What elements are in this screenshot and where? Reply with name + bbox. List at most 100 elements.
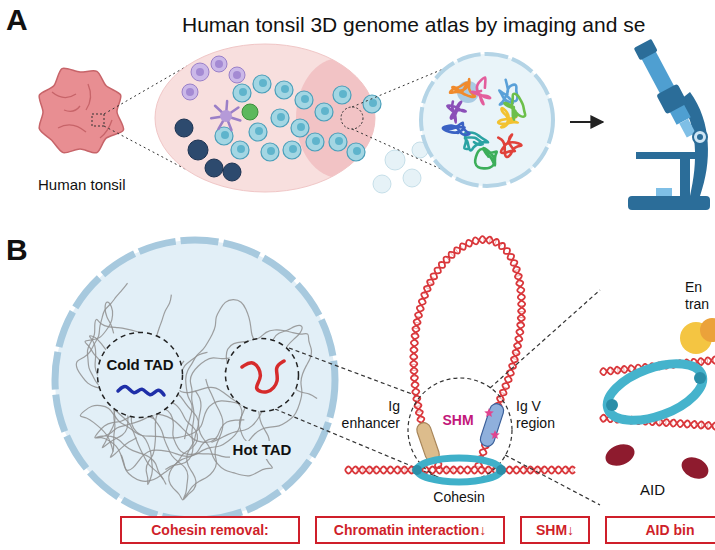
cell-nucleus xyxy=(239,88,247,96)
stage-support xyxy=(680,159,690,196)
cell-nucleus-b xyxy=(55,240,335,520)
figure-label: SHM xyxy=(442,412,473,429)
microscope-stage xyxy=(636,152,698,159)
dna-strand xyxy=(345,467,575,474)
b-cell xyxy=(249,123,267,141)
microscope-light xyxy=(656,188,672,196)
panel-letter: B xyxy=(6,232,28,268)
tonsil-groove xyxy=(86,84,91,110)
dark-cell xyxy=(175,119,193,137)
cell-nucleus xyxy=(335,137,343,145)
figure-label: tran xyxy=(684,296,710,313)
b-cell xyxy=(231,141,249,159)
figure-label: Human tonsil 3D genome atlas by imaging … xyxy=(182,12,645,37)
tad-dashed-circle xyxy=(226,339,299,412)
purple-cell xyxy=(182,84,198,100)
cell-nucleus xyxy=(259,79,267,87)
cell-nucleus xyxy=(339,90,347,98)
finding-box: AID bin xyxy=(605,516,715,544)
finding-box: Chromatin interaction↓ xyxy=(315,516,505,544)
cell-nucleus xyxy=(301,95,309,103)
chromosome-territory xyxy=(471,77,490,104)
tad-outline xyxy=(224,337,300,413)
purple-cell xyxy=(229,67,245,83)
cell-nucleus xyxy=(221,131,229,139)
cell-nucleus xyxy=(196,68,204,76)
cell-nucleus xyxy=(312,137,320,145)
cell-nucleus xyxy=(297,123,305,131)
finding-box: Cohesin removal: xyxy=(120,516,300,544)
dendritic-body xyxy=(220,110,232,122)
figure-label: En xyxy=(684,279,703,296)
process-arrow xyxy=(570,121,603,123)
figure-label: Ig enhancer xyxy=(338,398,400,432)
chromatin-loop xyxy=(410,236,525,468)
mutation-star xyxy=(490,430,500,439)
cohesin-head xyxy=(496,465,506,475)
dark-cell xyxy=(205,159,223,177)
chromosome-territory xyxy=(499,80,517,105)
tad-chromatin xyxy=(118,386,164,395)
chromosome-territory xyxy=(504,94,525,120)
tad-chromatin xyxy=(242,361,284,392)
b-cell xyxy=(271,109,289,127)
chromosome-territory xyxy=(447,101,465,122)
chromatin-fiber xyxy=(226,330,311,441)
figure-label: Cohesin xyxy=(433,489,484,506)
cell-nucleus xyxy=(281,85,289,93)
microscope-tube xyxy=(632,38,702,141)
cohesin-head xyxy=(694,372,706,384)
b-cell xyxy=(347,143,365,161)
dna-strand xyxy=(410,237,525,468)
cell-nucleus xyxy=(237,145,245,153)
chromatin-fiber xyxy=(96,414,244,479)
b-cell xyxy=(253,75,271,93)
b-cell xyxy=(329,133,347,151)
b-cell xyxy=(283,141,301,159)
cell-nucleus xyxy=(369,99,377,107)
cell-nucleus xyxy=(255,127,263,135)
zoom-line xyxy=(505,455,600,505)
cell-nucleus xyxy=(233,71,241,79)
tube-body xyxy=(641,50,691,125)
chromatin-fiber xyxy=(211,325,302,442)
zoom-circle xyxy=(341,107,363,129)
b-cell xyxy=(333,86,351,104)
figure-label: AID xyxy=(640,481,665,499)
dendritic-cell xyxy=(211,101,240,130)
tad-outline xyxy=(96,331,184,419)
cell-nucleus-a xyxy=(421,54,553,186)
panel-letter: A xyxy=(6,2,28,38)
tad-dashed-circle xyxy=(98,333,183,418)
t-cell xyxy=(242,104,258,120)
tad-label: Cold TAD xyxy=(106,356,173,374)
b-cell xyxy=(261,143,279,161)
light-zone xyxy=(296,58,384,178)
zoom-line xyxy=(490,290,600,388)
chromosome-territory xyxy=(498,134,521,156)
dna-base xyxy=(345,467,575,474)
finding-text: Chromatin interaction↓ xyxy=(334,520,486,540)
cell-nucleus xyxy=(289,145,297,153)
cell-nucleus xyxy=(186,88,194,96)
cell-nucleus xyxy=(215,60,223,68)
dark-cell xyxy=(188,140,208,160)
b-cell xyxy=(291,119,309,137)
finding-text: SHM↓ xyxy=(536,520,574,540)
v-region-capsule xyxy=(479,402,506,448)
finding-text: Cohesin removal: xyxy=(151,520,268,540)
dark-cell xyxy=(223,163,241,181)
tad-circle: Cold TAD xyxy=(96,331,184,419)
purple-cell xyxy=(191,63,209,81)
b-cell xyxy=(306,133,324,151)
tonsil-groove xyxy=(58,125,86,132)
tad-circle: Hot TAD xyxy=(224,337,300,413)
chromosome-territory xyxy=(450,79,475,97)
chromosome-territory xyxy=(443,123,470,135)
purple-cell xyxy=(211,56,227,72)
cell-nucleus xyxy=(353,147,361,155)
tad-label: Hot TAD xyxy=(230,441,295,459)
transcription-factor xyxy=(700,318,715,342)
microscope xyxy=(628,38,710,210)
